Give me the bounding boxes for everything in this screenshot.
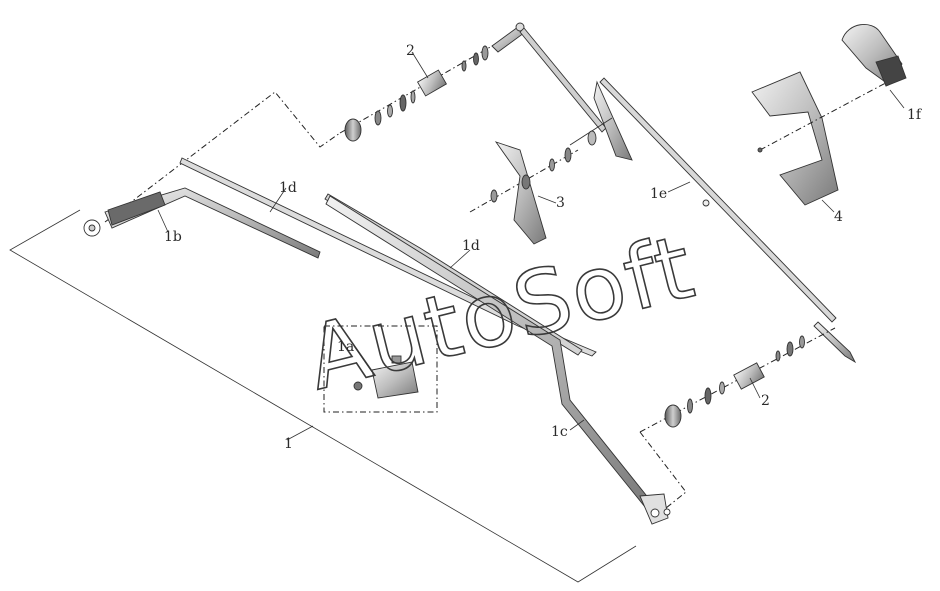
label-1d-center: 1d: [462, 238, 480, 254]
part-labels: 2 2 1d 1d 1b 3 1e 1f 4 1a 1c 1: [164, 43, 923, 452]
motor-crank-plate: [569, 80, 633, 161]
washer-reservoir-1a: [323, 325, 438, 413]
connecting-rod-1e: [599, 77, 857, 364]
label-2-bottom: 2: [761, 393, 770, 409]
lower-pivot-stack: [639, 327, 836, 433]
label-1f: 1f: [907, 107, 923, 123]
label-1a: 1a: [337, 339, 354, 355]
label-4: 4: [834, 209, 843, 225]
leader-lines: [157, 51, 905, 431]
label-1c: 1c: [551, 424, 568, 440]
wiper-motor-1f: [841, 24, 907, 87]
right-wiper-arm: [324, 193, 671, 525]
item-4-bracket: [751, 71, 896, 206]
linkage-rod-upper: [519, 27, 607, 133]
label-1: 1: [284, 436, 293, 452]
item-3-bracket: [469, 141, 579, 245]
label-3: 3: [556, 195, 565, 211]
label-2-top: 2: [406, 43, 415, 59]
upper-pivot-stack: [339, 22, 525, 142]
left-wiper-arm: [83, 157, 597, 357]
label-1b: 1b: [164, 229, 182, 245]
item-1-bracket-outline: [9, 209, 637, 583]
connector-line-upper-left: [104, 91, 341, 223]
label-1e: 1e: [650, 186, 667, 202]
label-1d-left: 1d: [279, 180, 297, 196]
